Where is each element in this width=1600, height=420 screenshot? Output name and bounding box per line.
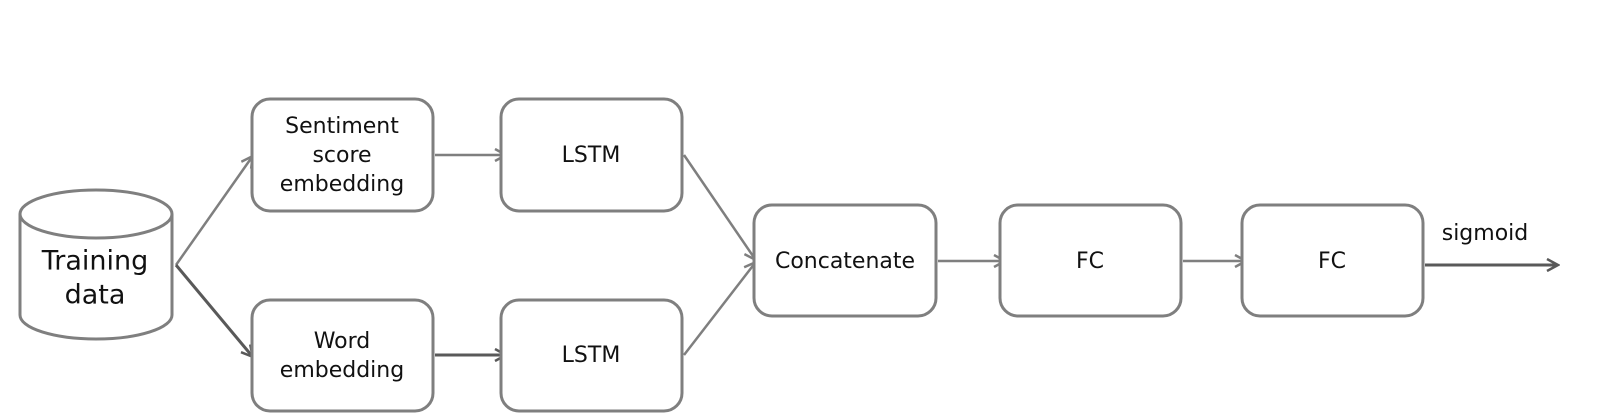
edge-training-to-word bbox=[174, 264, 252, 356]
lstm-bottom-label: LSTM bbox=[562, 343, 621, 368]
edge-lstm-top-to-concatenate bbox=[682, 154, 755, 259]
edges bbox=[174, 154, 1557, 356]
word-embedding-label-line-1: Word bbox=[314, 329, 371, 354]
training-data-label-line-2: data bbox=[65, 280, 126, 311]
sentiment-embedding-label-line-1: Sentiment bbox=[285, 114, 399, 139]
fc-2-label: FC bbox=[1318, 249, 1346, 274]
edge-training-to-sentiment bbox=[174, 157, 252, 266]
node-training-data: Training data bbox=[18, 188, 174, 341]
node-fc-2: FC bbox=[1240, 203, 1425, 318]
training-data-label-line-1: Training bbox=[41, 246, 149, 277]
lstm-top-label: LSTM bbox=[562, 143, 621, 168]
node-fc-1: FC bbox=[998, 203, 1183, 318]
node-sentiment-score-embedding: Sentiment score embedding bbox=[250, 97, 435, 213]
word-embedding-label-line-2: embedding bbox=[280, 358, 404, 383]
concatenate-label: Concatenate bbox=[775, 249, 915, 274]
node-word-embedding: Word embedding bbox=[250, 298, 435, 413]
edge-lstm-bottom-to-concatenate bbox=[683, 263, 755, 356]
node-concatenate: Concatenate bbox=[752, 203, 938, 318]
node-lstm-bottom: LSTM bbox=[499, 298, 684, 413]
sentiment-embedding-label-line-3: embedding bbox=[280, 172, 404, 197]
fc-1-label: FC bbox=[1076, 249, 1104, 274]
node-lstm-top: LSTM bbox=[499, 97, 684, 213]
sentiment-embedding-label-line-2: score bbox=[312, 143, 371, 168]
sigmoid-edge-label: sigmoid bbox=[1442, 221, 1529, 246]
